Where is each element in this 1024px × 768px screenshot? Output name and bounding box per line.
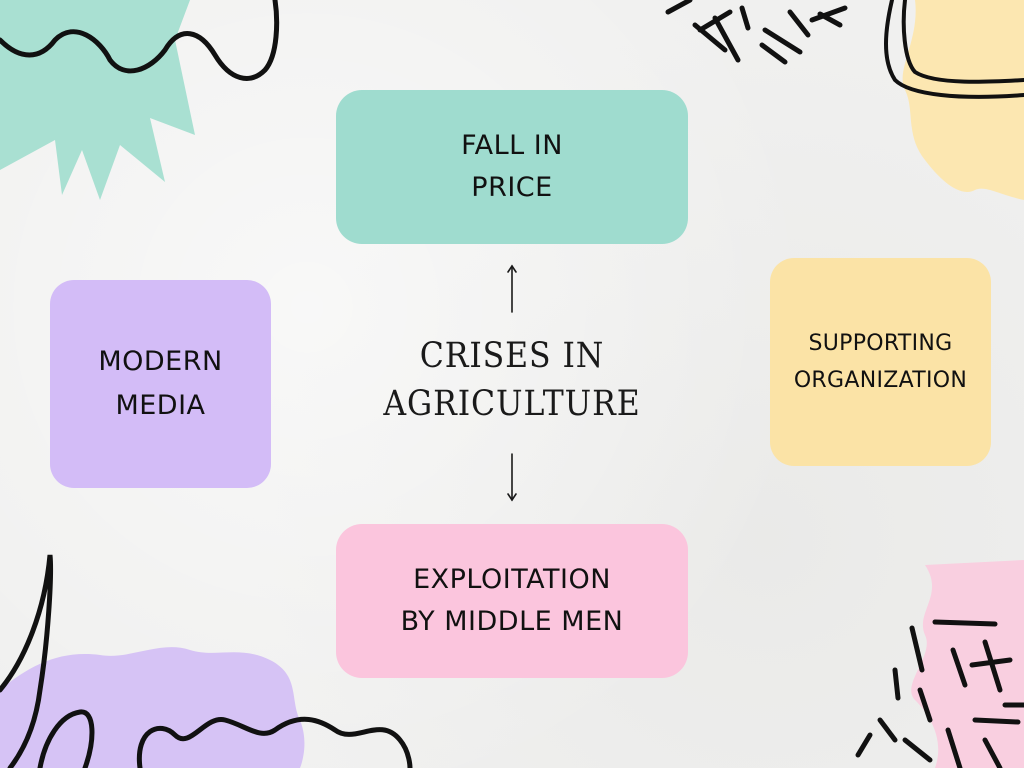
black-dashes-bottom	[855, 619, 1024, 768]
central-topic-line-2: AGRICULTURE	[383, 384, 641, 424]
arrow-up-to-fall-in-price	[507, 264, 517, 313]
central-topic: CRISES IN AGRICULTURE	[362, 332, 662, 428]
black-dashes-top	[665, 0, 848, 65]
node-modern-media-line-2: MEDIA	[115, 390, 206, 421]
node-fall-in-price-line-2: PRICE	[471, 172, 553, 203]
yellow-blob-shape	[902, 0, 1024, 200]
central-topic-line-1: CRISES IN	[419, 336, 605, 376]
node-fall-in-price-line-1: FALL IN	[461, 130, 563, 161]
node-modern-media-line-1: MODERN	[98, 346, 223, 377]
lavender-blob-shape	[0, 647, 305, 768]
node-supporting-organization: SUPPORTING ORGANIZATION	[770, 258, 991, 466]
node-modern-media: MODERN MEDIA	[50, 280, 271, 488]
pink-blob-shape	[911, 560, 1024, 768]
black-outline-line	[884, 0, 1024, 99]
node-exploitation-line-2: BY MIDDLE MEN	[400, 606, 624, 637]
node-exploitation-line-1: EXPLOITATION	[413, 564, 611, 595]
black-loop-line	[0, 554, 413, 768]
black-wave-line	[0, 0, 280, 81]
node-supporting-organization-line-2: ORGANIZATION	[793, 368, 968, 393]
node-exploitation-by-middle-men: EXPLOITATION BY MIDDLE MEN	[336, 524, 688, 678]
node-supporting-organization-line-1: SUPPORTING	[808, 331, 953, 356]
arrow-down-to-exploitation	[507, 453, 517, 502]
node-fall-in-price: FALL IN PRICE	[336, 90, 688, 244]
